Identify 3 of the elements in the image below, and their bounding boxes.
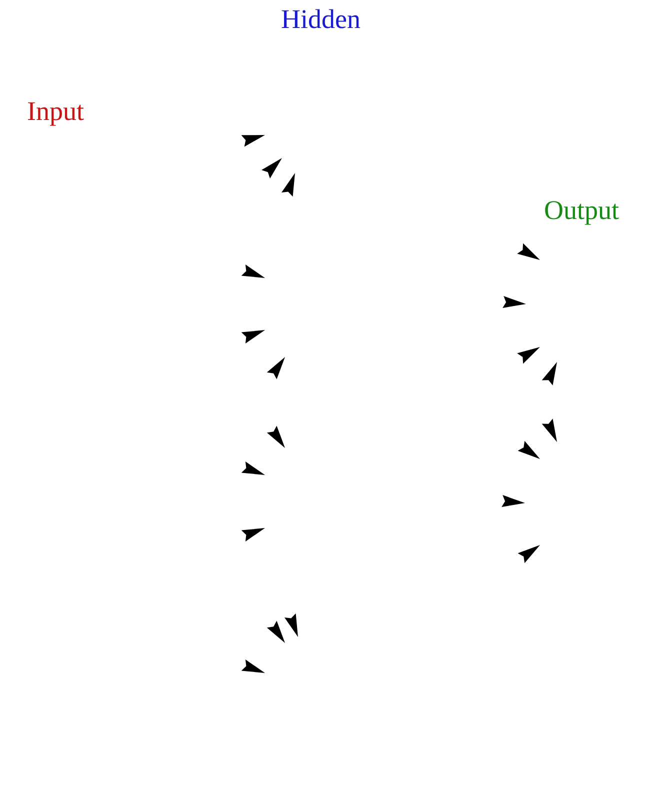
layer-label: Input bbox=[27, 98, 84, 125]
layer-label: Output bbox=[544, 197, 620, 224]
layer-label: Hidden bbox=[281, 6, 360, 33]
